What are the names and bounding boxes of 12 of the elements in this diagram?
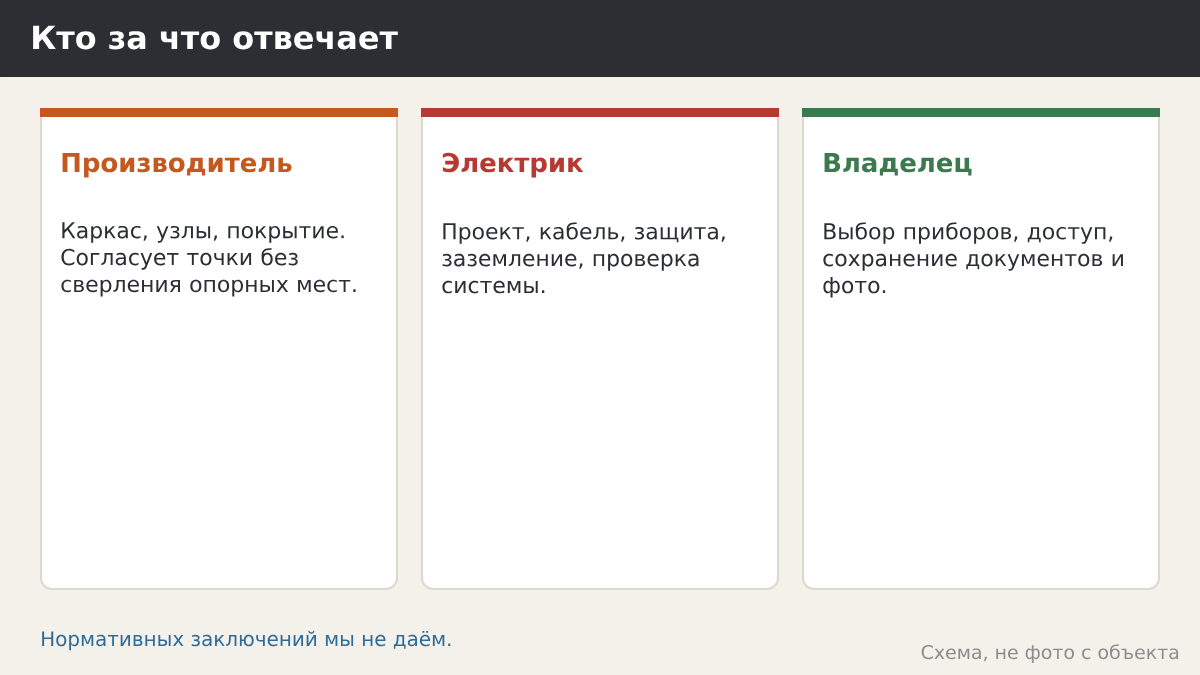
card-heading: Электрик [442, 152, 584, 178]
card-text: Выбор приборов, доступ, сохранение документов и фото. [823, 222, 1123, 298]
card [802, 108, 1160, 590]
card [40, 108, 398, 590]
card [421, 108, 779, 590]
card-heading: Владелец [824, 153, 972, 176]
card-text: Проект, кабель, защита, заземление, проверка системы. [442, 222, 725, 294]
card-heading: Производитель [62, 153, 292, 178]
card-text: Каркас, узлы, покрытие. Согласует точки без сверления опорных мест. [61, 222, 356, 297]
credit-text: Схема, не фото с объекта [921, 644, 1179, 663]
header-title: Кто за что отвечает [0, 0, 1200, 77]
note-text: Нормативных заключений мы не даём. [42, 630, 451, 651]
